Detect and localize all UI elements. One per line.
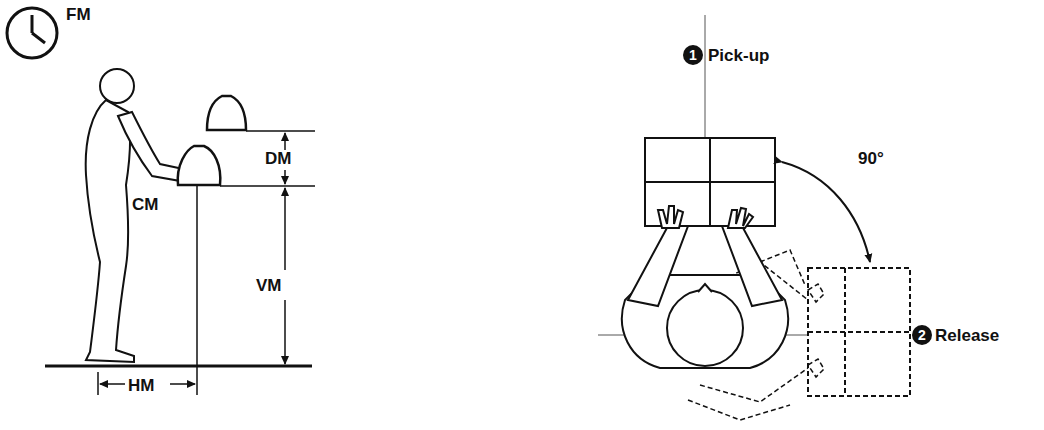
dimension-label: DM — [265, 150, 291, 167]
dimension-label: HM — [128, 377, 154, 394]
axis-lines — [598, 15, 810, 335]
load-vessel — [178, 96, 246, 185]
callout-number: 1 — [683, 45, 703, 65]
dimension-label: VM — [256, 277, 282, 294]
floor-line — [45, 365, 312, 368]
release-box — [808, 268, 910, 396]
callout-number: 2 — [912, 325, 932, 345]
worker-side-view — [86, 69, 188, 362]
dimension-label: 90° — [858, 150, 884, 167]
dimension-lines — [98, 131, 315, 395]
clock-symbol — [7, 8, 57, 58]
rotation-arrow — [782, 162, 870, 262]
worker-top-view — [622, 206, 788, 368]
dimension-label: CM — [132, 196, 158, 213]
dimension-label: FM — [66, 6, 91, 23]
dimension-label: Release — [935, 327, 999, 344]
dimension-label: Pick-up — [708, 47, 769, 64]
